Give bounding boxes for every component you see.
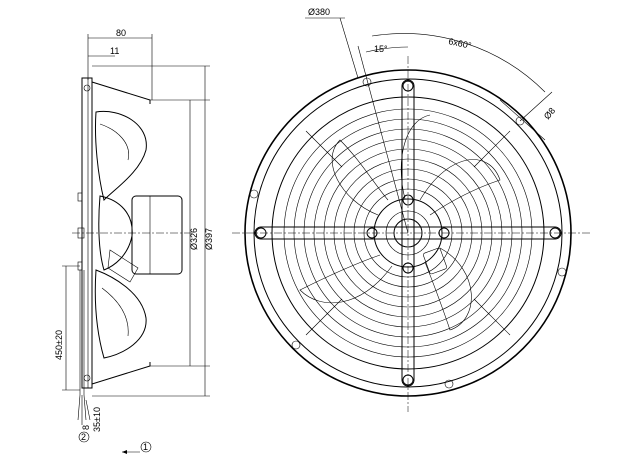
hub-outer [373, 198, 443, 268]
dim-cable-small-a: 8 [81, 425, 91, 430]
bolt-hub-bottom [402, 262, 414, 274]
ring-3 [271, 96, 545, 370]
vertical-strut [401, 79, 415, 387]
mount-hole-6 [249, 189, 259, 199]
guard-bottom-edge [91, 362, 151, 385]
bolt-hub-left [366, 227, 378, 239]
blade-upper [94, 110, 147, 201]
marker-1: 1 [143, 442, 148, 452]
dim-angle: 15° [374, 44, 388, 54]
marker-2: 2 [81, 432, 86, 442]
marker-2-circle [78, 431, 90, 443]
bolt-right [549, 227, 561, 239]
bolt-hub-right [438, 227, 450, 239]
dim-diameter-outer: Ø397 [204, 228, 214, 250]
blade-middle [98, 195, 133, 271]
outer-ring [244, 69, 572, 397]
marker-1-circle [140, 441, 152, 453]
dim-hole-diameter: Ø8 [542, 106, 557, 122]
bolt-top [402, 80, 414, 92]
bolt-bottom [402, 374, 414, 386]
side-view: 80 11 Ø326 Ø397 [54, 28, 214, 454]
cable-wires [77, 394, 91, 425]
hole-pattern-arc [371, 33, 546, 93]
blade-5 [400, 114, 431, 200]
dim-cable-length: 450±20 [54, 330, 64, 360]
dim-width-total: 80 [116, 28, 126, 38]
hub-bore [393, 218, 423, 248]
bolt-hub-top [402, 194, 414, 206]
horizontal-strut [254, 226, 562, 240]
mount-hole-3 [557, 267, 567, 277]
ring-2 [253, 78, 563, 388]
mount-hole-4 [444, 379, 454, 389]
terminal-box [423, 247, 447, 275]
blade-lower [94, 269, 147, 359]
front-view: Ø380 15° 6x60° Ø8 [232, 7, 590, 412]
blade-2 [424, 247, 472, 331]
blade-1 [419, 159, 501, 216]
motor-body [131, 195, 183, 275]
dim-width-flange: 11 [110, 46, 119, 56]
dim-outer-diameter: Ø380 [308, 7, 330, 17]
dim-diameter-inner: Ø326 [189, 228, 199, 250]
mount-hole-5 [291, 340, 301, 350]
guard-top-edge [91, 81, 151, 104]
dim-cable-small-b: 35±10 [92, 407, 102, 432]
blade-3 [299, 254, 393, 304]
dim-hole-pattern: 6x60° [448, 36, 473, 51]
blade-4 [331, 139, 389, 216]
mount-hole-1 [362, 77, 372, 87]
bolt-left [255, 227, 267, 239]
